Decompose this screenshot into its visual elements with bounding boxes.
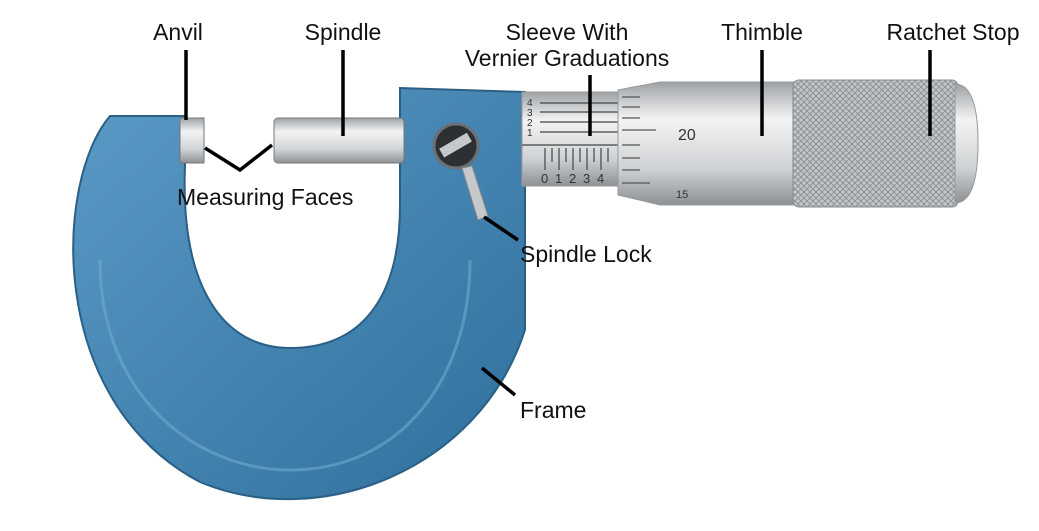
vernier-1: 1 <box>527 128 533 139</box>
label-sleeve-line1: Sleeve With <box>506 19 629 45</box>
sleeve-graduations <box>522 102 622 170</box>
sleeve <box>521 91 623 187</box>
label-frame: Frame <box>520 397 586 423</box>
ratchet-stop <box>792 79 959 208</box>
label-anvil: Anvil <box>153 19 203 45</box>
spindle <box>273 117 405 164</box>
label-sleeve-line2: Vernier Graduations <box>465 45 670 71</box>
label-spindle: Spindle <box>305 19 382 45</box>
anvil <box>179 117 205 164</box>
thimble <box>617 81 796 206</box>
frame-body <box>72 86 526 501</box>
vernier-4: 4 <box>527 98 533 109</box>
thimble-num-20: 20 <box>678 127 696 144</box>
thimble-num-15: 15 <box>676 189 688 201</box>
frame-inner-groove <box>98 259 472 472</box>
sleeve-num-0: 0 <box>541 171 548 186</box>
sleeve-num-4: 4 <box>597 171 604 186</box>
label-measuring-faces: Measuring Faces <box>177 184 353 210</box>
sleeve-num-2: 2 <box>569 171 576 186</box>
leader-measuring-faces <box>204 143 274 173</box>
sleeve-num-3: 3 <box>583 171 590 186</box>
leader-frame <box>480 366 517 397</box>
label-ratchet-stop: Ratchet Stop <box>887 19 1020 45</box>
vernier-3: 3 <box>527 108 533 119</box>
thimble-graduations <box>622 96 656 184</box>
leader-spindle-lock <box>483 215 519 242</box>
label-thimble: Thimble <box>721 19 803 45</box>
sleeve-num-1: 1 <box>555 171 562 186</box>
vernier-2: 2 <box>527 118 533 129</box>
label-spindle-lock: Spindle Lock <box>520 241 652 267</box>
ratchet-cap <box>954 83 979 204</box>
